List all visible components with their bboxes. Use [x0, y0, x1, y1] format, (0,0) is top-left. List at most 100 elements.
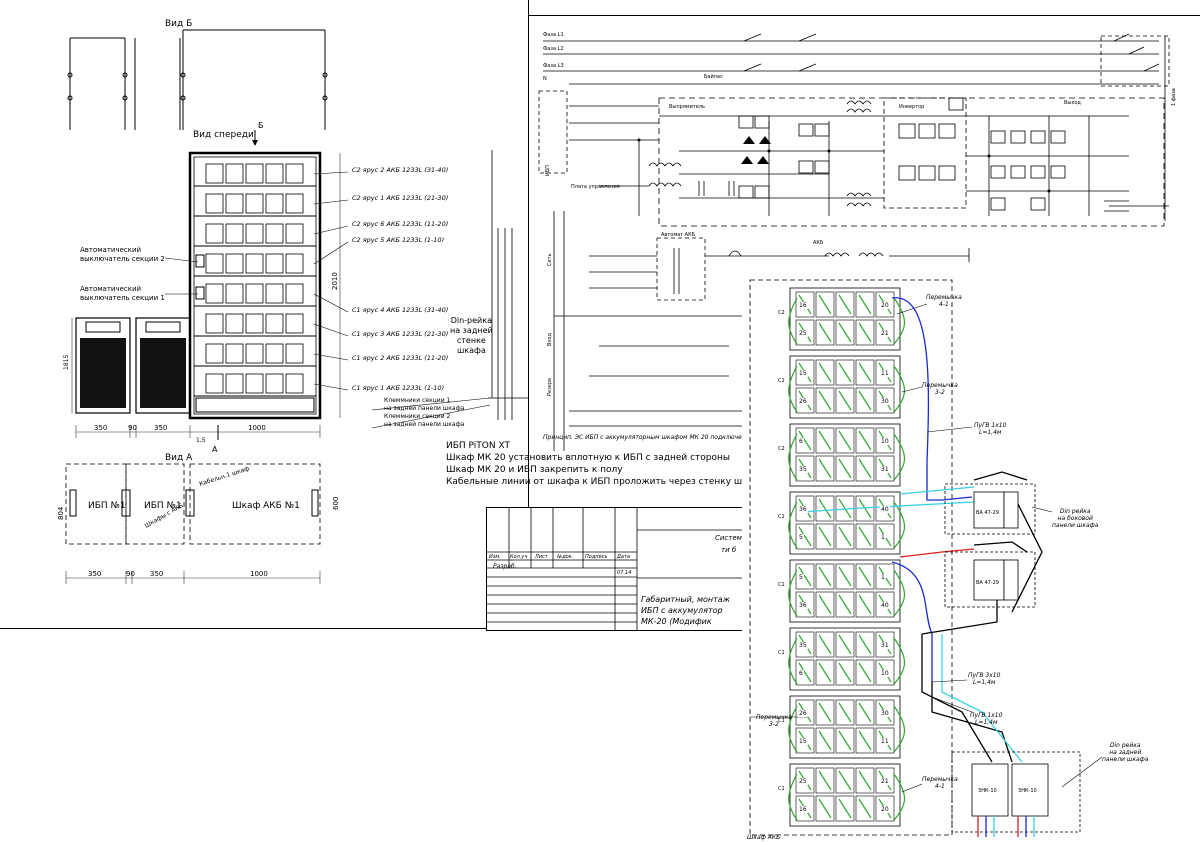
battery-group — [788, 491, 906, 555]
terminal-notes: Клеммники секции 1 на задней панели шкаф… — [384, 397, 465, 428]
ups2-label: ИБП №1 — [144, 501, 182, 511]
section-mark: С1 — [778, 786, 785, 792]
battery-breaker-label: Автомат АКБ — [661, 232, 696, 238]
battery-block — [225, 223, 244, 244]
cell-number: 10 — [880, 438, 890, 445]
cell-number: 40 — [880, 602, 890, 609]
section-mark: С1 — [778, 650, 785, 656]
cell-number: 20 — [880, 302, 890, 309]
bottom-breaker-2: ЗНК-10 — [1018, 788, 1037, 794]
battery-block — [265, 253, 284, 274]
cabinet-label: Шкаф АКБ №1 — [232, 501, 300, 511]
battery-block — [265, 313, 284, 334]
hdr-kol: Кол.уч — [510, 554, 528, 560]
battery-block — [245, 343, 264, 364]
tier-label: С2 ярус 2 АКБ 1233L (31-40) — [352, 166, 449, 174]
hdr-izm: Изм. — [489, 554, 501, 560]
dim-a-w3: 350 — [150, 570, 163, 578]
battery-block — [265, 343, 284, 364]
cell-number: 36 — [798, 602, 808, 609]
input-label-l1: Фаза L1 — [543, 32, 564, 38]
battery-block — [265, 163, 284, 184]
cell-number: 6 — [798, 438, 804, 445]
battery-block — [265, 283, 284, 304]
cell-number: 11 — [880, 370, 890, 377]
bypass-label: Байпас — [704, 73, 723, 80]
cell-number: 16 — [798, 806, 808, 813]
input-label-n: N — [543, 76, 547, 82]
cell-number: 35 — [798, 642, 808, 649]
dim-w4: 1000 — [248, 424, 266, 432]
cell-number: 26 — [798, 398, 808, 405]
cell-number: 15 — [798, 370, 808, 377]
battery-block — [225, 193, 244, 214]
battery-block — [225, 373, 244, 394]
battery-group — [788, 423, 906, 487]
dim-w2: 90 — [128, 424, 137, 432]
arrow-a-label: А — [212, 445, 218, 454]
cell-number: 16 — [798, 302, 808, 309]
cable-note: Кабельн.1 шкаф — [198, 465, 250, 488]
dim-a-w4: 1000 — [250, 570, 268, 578]
front-view-title: Вид спереди — [193, 130, 254, 140]
inverter-label: Инвертор — [899, 104, 924, 110]
battery-group — [788, 627, 906, 691]
hdr-sign: Подпись — [585, 554, 608, 560]
battery-wiring-diagram — [749, 279, 1103, 837]
battery-block — [225, 343, 244, 364]
battery-block — [285, 193, 304, 214]
battery-block — [225, 253, 244, 274]
cabinet-caption: Шкаф АКБ — [747, 834, 781, 841]
dim-w3: 350 — [154, 424, 167, 432]
battery-block — [245, 193, 264, 214]
battery-block — [225, 283, 244, 304]
battery-block — [285, 373, 304, 394]
cell-number: 15 — [798, 738, 808, 745]
cell-number: 20 — [880, 806, 890, 813]
ups1-label: ИБП №1 — [88, 501, 126, 511]
arrow-b-label: Б — [258, 121, 264, 130]
cell-number: 21 — [880, 778, 890, 785]
battery-block — [205, 343, 224, 364]
battery-block — [285, 253, 304, 274]
general-notes: ИБП PiTON XT Шкаф МК 20 установить вплот… — [446, 441, 767, 487]
dim-ups-height: 1815 — [63, 355, 70, 370]
tier-label: С1 ярус 2 АКБ 1233L (11-20) — [352, 354, 449, 362]
battery-block — [285, 313, 304, 334]
cell-number: 30 — [880, 710, 890, 717]
cell-number: 5 — [798, 574, 804, 581]
doc-title: Габаритный, монтаж ИБП с аккумулятор МК-… — [641, 595, 730, 626]
breaker-label-2: ВА 47-29 — [976, 510, 999, 516]
cell-number: 25 — [798, 330, 808, 337]
side-label-1: Сеть — [547, 254, 553, 266]
cell-number: 35 — [798, 466, 808, 473]
battery-block — [245, 373, 264, 394]
battery-block — [285, 223, 304, 244]
battery-block — [285, 343, 304, 364]
battery-group — [788, 695, 906, 759]
section-mark: С1 — [778, 582, 785, 588]
tier-label: С2 ярус 5 АКБ 1233L (1-10) — [352, 236, 445, 244]
battery-block — [205, 223, 224, 244]
dim-w1: 350 — [94, 424, 107, 432]
developer-label: Разраб. — [493, 563, 517, 570]
cell-number: 25 — [798, 778, 808, 785]
schematic-caption: Принцип. ЭС ИБП с аккумуляторным шкафом … — [543, 434, 754, 441]
dim-height: 2010 — [331, 272, 339, 290]
bottom-breaker-1: ЗНК-10 — [978, 788, 997, 794]
hdr-doc: №док. — [557, 554, 574, 560]
cell-number: 1 — [880, 534, 886, 541]
cell-number: 40 — [880, 506, 890, 513]
dim-depth: 804 — [57, 506, 65, 520]
battery-group — [788, 355, 906, 419]
battery-block — [225, 313, 244, 334]
callout-breaker-1: Автоматический выключатель секции 1 — [80, 285, 165, 302]
input-label-l3: Фаза L3 — [543, 63, 564, 69]
dim-w5: 1,5 — [196, 437, 206, 444]
battery-block — [245, 223, 264, 244]
